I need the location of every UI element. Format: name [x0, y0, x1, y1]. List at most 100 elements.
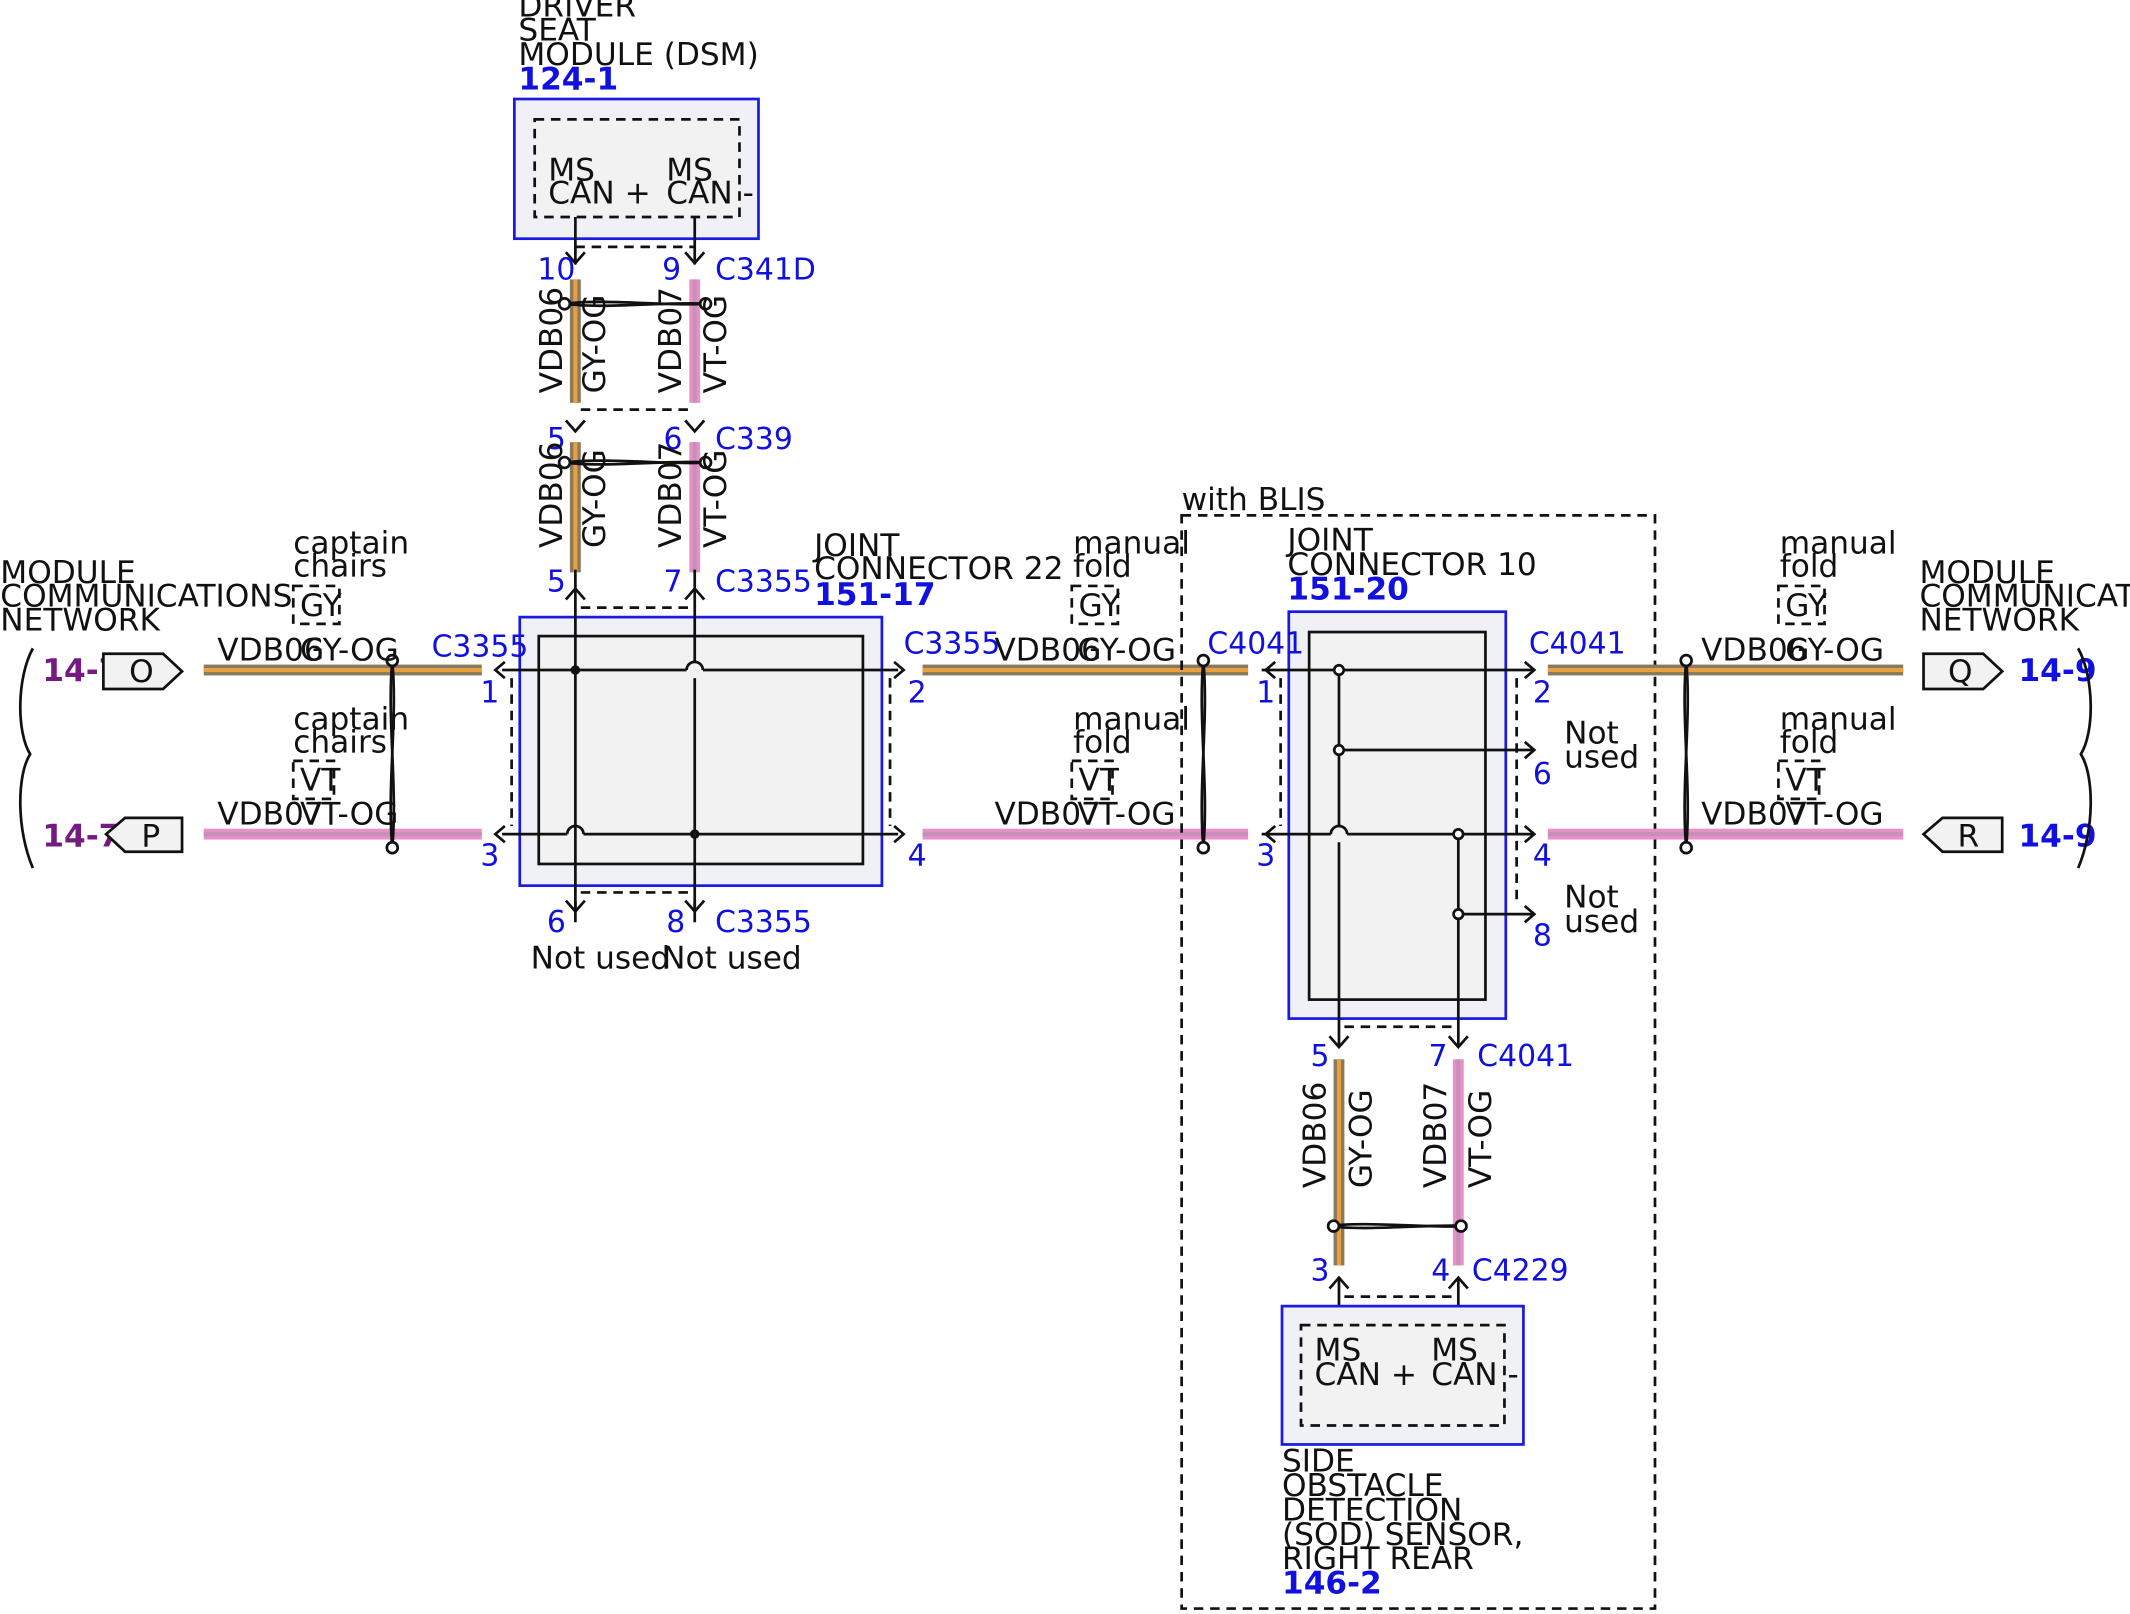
not-used-line1: Not — [1564, 715, 1619, 751]
wire-color: VT-OG — [698, 295, 734, 393]
arrow-icon — [1447, 1035, 1469, 1050]
driver-seat-module: DRIVER SEAT MODULE (DSM) 124-1 MS CAN + … — [512, 0, 760, 241]
pin-label: 5 — [1310, 1039, 1329, 1074]
flag-o[interactable] — [102, 652, 185, 691]
right-network-title-line3: NETWORK — [1919, 603, 2080, 639]
pin-label: 5 — [547, 564, 566, 599]
pin-label: 3 — [1310, 1253, 1329, 1288]
circuit-id: VDB07 — [1418, 1082, 1454, 1188]
connector-c339: 5 6 C339 — [547, 408, 793, 457]
option-code: GY — [1785, 588, 1828, 624]
pin-label: 8 — [1533, 918, 1552, 953]
wire-color: VT-OG — [1077, 797, 1175, 833]
brace-icon — [2076, 647, 2093, 869]
connector-label[interactable]: C4041 — [1207, 627, 1304, 662]
flag-q[interactable] — [1922, 652, 2005, 691]
arrow-icon — [684, 419, 706, 434]
option-text-line1: manual — [1780, 525, 1897, 561]
dsm-title-line1: DRIVER — [518, 0, 636, 24]
right-network-title-line1: MODULE — [1919, 555, 2054, 591]
page-ref[interactable]: 14-9 — [2018, 818, 2096, 854]
option-code: VT — [1079, 763, 1120, 799]
option-box — [1070, 759, 1114, 801]
circuit-id: VDB07 — [217, 797, 323, 833]
pin-label: 7 — [664, 564, 683, 599]
arrow-icon — [1263, 824, 1277, 844]
joint-connector-22: JOINT CONNECTOR 22 151-17 — [502, 528, 1063, 909]
connector-label[interactable]: C3355 — [904, 627, 1001, 662]
pin-label: 10 — [537, 252, 575, 287]
pin-label: 5 — [547, 422, 566, 457]
sod-pin-left-line2: CAN + — [1315, 1357, 1418, 1393]
pin-label: 6 — [547, 905, 566, 940]
page-ref[interactable]: 14-9 — [2018, 653, 2096, 689]
jc10-title-line2: CONNECTOR 10 — [1287, 547, 1536, 583]
arrow-icon — [893, 824, 906, 844]
wire-color: GY-OG — [577, 449, 613, 548]
arrow-icon — [1523, 904, 1537, 924]
pin-label: 1 — [480, 676, 499, 711]
sod-module-ref[interactable]: 146-2 — [1282, 1566, 1382, 1602]
wire-color: VT-OG — [698, 450, 734, 548]
sod-pin-left-line1: MS — [1315, 1332, 1362, 1368]
circuit-id: VDB06 — [994, 633, 1100, 669]
sod-title-line4: (SOD) SENSOR, — [1282, 1517, 1523, 1553]
option-text-line2: chairs — [293, 725, 387, 761]
circuit-id: VDB07 — [994, 797, 1100, 833]
wire-color: VT-OG — [1463, 1090, 1499, 1188]
connector-label[interactable]: C341D — [715, 252, 816, 287]
sod-pin-box — [1299, 1323, 1506, 1427]
jc10-module-ref[interactable]: 151-20 — [1287, 571, 1408, 607]
connector-label[interactable]: C4041 — [1529, 627, 1626, 662]
option-text-line1: manual — [1073, 702, 1190, 738]
flag-label: R — [1957, 818, 1979, 854]
arrow-icon — [493, 660, 506, 680]
circuit-id: VDB07 — [1701, 797, 1807, 833]
not-used-label: Not used — [662, 940, 802, 976]
connector-label[interactable]: C4229 — [1472, 1253, 1569, 1288]
circuit-id: VDB06 — [534, 442, 570, 548]
jc22-left-pins: 1 3 C3355 — [432, 629, 529, 873]
flag-r[interactable] — [1921, 816, 2004, 854]
flag-label: O — [129, 654, 154, 690]
brace-icon — [18, 647, 35, 869]
option-text-line2: fold — [1073, 548, 1132, 584]
connector-label[interactable]: C3355 — [715, 905, 812, 940]
not-used-line2: used — [1564, 740, 1639, 776]
circuit-id: VDB06 — [217, 633, 323, 669]
side-obstacle-detection-sensor: 3 4 C4229 MS CAN + MS CAN - SIDE OBSTACL… — [1280, 1253, 1569, 1602]
dsm-title-line2: SEAT — [518, 13, 596, 49]
connector-label[interactable]: C3355 — [715, 564, 812, 599]
dsm-pin-right-line2: CAN - — [666, 175, 754, 211]
flag-p[interactable] — [104, 816, 184, 854]
wire-color: VT-OG — [1785, 797, 1883, 833]
jc22-module-ref[interactable]: 151-17 — [814, 577, 935, 613]
pin-label: 4 — [1431, 1253, 1450, 1288]
arrow-icon — [493, 824, 506, 844]
joint-connector-10: JOINT CONNECTOR 10 151-20 C4041 1 3 C404… — [1207, 523, 1639, 1074]
jc22-inner — [537, 634, 865, 866]
blis-label: with BLIS — [1182, 482, 1326, 518]
option-box — [1777, 759, 1821, 801]
option-code: GY — [300, 588, 343, 624]
circuit-id: VDB06 — [1297, 1082, 1333, 1188]
pin-label: 8 — [666, 905, 685, 940]
dsm-pin-right-line1: MS — [666, 152, 713, 188]
left-network-title-line3: NETWORK — [0, 603, 161, 639]
arrow-icon — [564, 419, 586, 434]
jc22-bottom-pins: 6 8 C3355 Not used Not used — [531, 891, 812, 976]
not-used-label: Not used — [531, 940, 671, 976]
connector-label[interactable]: C4041 — [1477, 1039, 1574, 1074]
connector-label[interactable]: C339 — [715, 422, 793, 457]
dsm-pin-left-line1: MS — [548, 152, 595, 188]
left-network-title-line2: COMMUNICATIONS — [0, 578, 292, 614]
option-text-line2: chairs — [293, 548, 387, 584]
wire-color: GY-OG — [577, 295, 613, 394]
connector-c341d: 10 9 C341D — [537, 217, 816, 287]
left-network: MODULE COMMUNICATIONS NETWORK 14-7 14-7 … — [0, 525, 482, 869]
blis-region: with BLIS — [1180, 482, 1657, 1610]
connector-label[interactable]: C3355 — [432, 629, 529, 664]
not-used-line1: Not — [1564, 879, 1619, 915]
dsm-module-ref[interactable]: 124-1 — [518, 62, 618, 98]
